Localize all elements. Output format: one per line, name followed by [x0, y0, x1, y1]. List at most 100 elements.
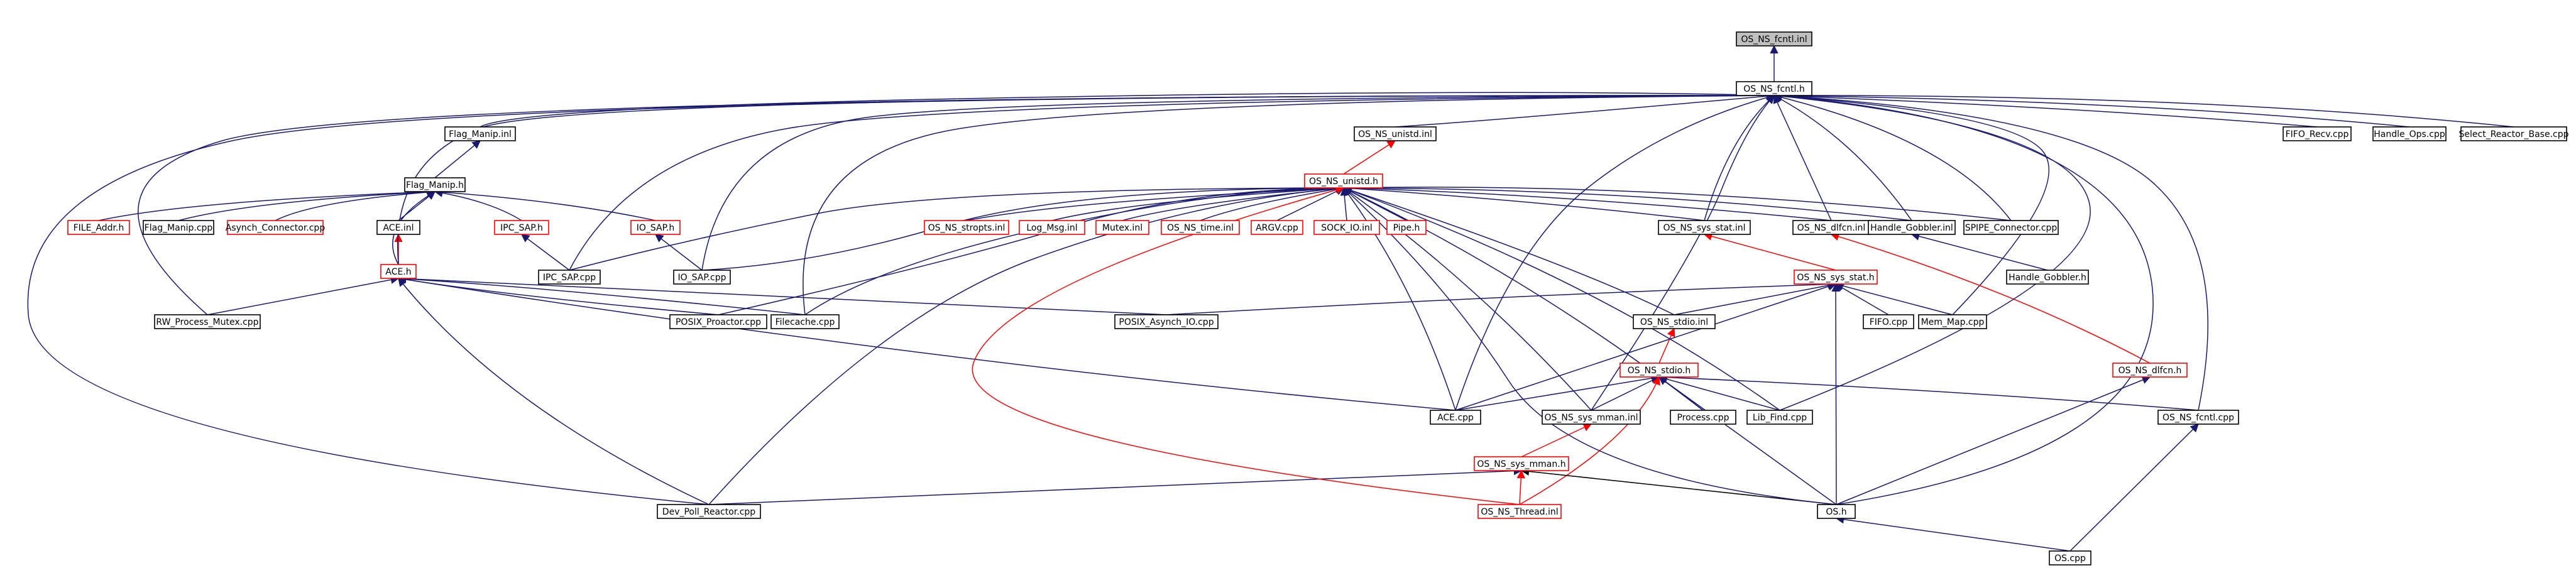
node-label: Select_Reactor_Base.cpp — [2459, 129, 2569, 139]
node-unistd-h[interactable]: OS_NS_unistd.h — [1304, 173, 1383, 188]
node-stropts[interactable]: OS_NS_stropts.inl — [924, 220, 1009, 235]
edge-ipc_sap_cpp-to-unistd_h — [569, 183, 1345, 271]
node-sys-stat-h[interactable]: OS_NS_sys_stat.h — [1794, 270, 1878, 285]
node-handle-gobbler-h[interactable]: Handle_Gobbler.h — [2006, 270, 2089, 285]
node-ipc-sap-cpp[interactable]: IPC_SAP.cpp — [538, 270, 601, 285]
node-ipc-sap-h[interactable]: IPC_SAP.h — [494, 220, 549, 235]
edge-sock_io-to-unistd_h — [1340, 187, 1349, 221]
node-fifo-recv[interactable]: FIFO_Recv.cpp — [2283, 126, 2352, 141]
node-sock-io[interactable]: SOCK_IO.inl — [1313, 220, 1380, 235]
node-dlfcn-inl[interactable]: OS_NS_dlfcn.inl — [1792, 220, 1870, 235]
node-time-inl[interactable]: OS_NS_time.inl — [1161, 220, 1240, 235]
node-posix-asynch-io[interactable]: POSIX_Asynch_IO.cpp — [1114, 314, 1219, 329]
edge-log_msg-to-unistd_h — [1051, 184, 1345, 221]
node-label: Asynch_Connector.cpp — [226, 223, 326, 233]
node-spipe-connector[interactable]: SPIPE_Connector.cpp — [1963, 220, 2059, 235]
node-flag-manip-cpp[interactable]: Flag_Manip.cpp — [143, 220, 214, 235]
node-box — [380, 264, 417, 279]
node-select-reactor[interactable]: Select_Reactor_Base.cpp — [2459, 126, 2569, 141]
node-sys-mman-inl[interactable]: OS_NS_sys_mman.inl — [1542, 410, 1641, 425]
edge-ace_cpp-to-unistd_h — [1343, 187, 1456, 411]
node-asynch-connector[interactable]: Asynch_Connector.cpp — [226, 220, 326, 235]
edge-ipc_sap_cpp-to-ipc_sap_h — [520, 234, 570, 271]
node-fifo-cpp[interactable]: FIFO.cpp — [1863, 314, 1914, 329]
node-argv[interactable]: ARGV.cpp — [1251, 220, 1303, 235]
node-ace-h[interactable]: ACE.h — [380, 264, 417, 279]
node-lib-find[interactable]: Lib_Find.cpp — [1746, 410, 1813, 425]
edge-spipe_connector-to-unistd_h — [1342, 183, 2012, 221]
node-log-msg[interactable]: Log_Msg.inl — [1019, 220, 1085, 235]
node-label: OS.h — [1826, 507, 1846, 517]
node-rw-process-mutex[interactable]: RW_Process_Mutex.cpp — [154, 314, 261, 329]
node-io-sap-cpp[interactable]: IO_SAP.cpp — [673, 270, 731, 285]
node-dev-poll-reactor[interactable]: Dev_Poll_Reactor.cpp — [657, 504, 761, 519]
edge-fifo_recv-to-fcntl_h — [1773, 91, 2318, 128]
edge-os_cpp-to-os_h — [1835, 515, 2071, 552]
node-unistd-inl[interactable]: OS_NS_unistd.inl — [1354, 126, 1437, 141]
node-process-cpp[interactable]: Process.cpp — [1670, 410, 1736, 425]
node-stdio-h[interactable]: OS_NS_stdio.h — [1620, 363, 1699, 378]
node-posix-proactor[interactable]: POSIX_Proactor.cpp — [669, 314, 767, 329]
edge-filecache-to-fcntl_h — [803, 91, 1775, 315]
edge-mem_map-to-sys_stat_h — [1834, 281, 1953, 315]
edge-unistd_h-to-unistd_inl — [1343, 140, 1396, 175]
edge-posix_asynch_io-to-sys_stat_h — [1166, 280, 1837, 315]
node-label: SOCK_IO.inl — [1321, 223, 1373, 233]
node-box — [1304, 173, 1383, 188]
node-label: ACE.cpp — [1437, 413, 1474, 423]
node-box — [2049, 550, 2091, 565]
edge-rw_process_mutex-to-ace_h — [207, 275, 400, 315]
node-mem-map[interactable]: Mem_Map.cpp — [1918, 314, 1987, 329]
node-mutex[interactable]: Mutex.inl — [1095, 220, 1149, 235]
node-os-cpp[interactable]: OS.cpp — [2049, 550, 2091, 565]
node-sys-stat-inl[interactable]: OS_NS_sys_stat.inl — [1658, 220, 1751, 235]
edge-os_cpp-to-fcntl_cpp — [2069, 423, 2199, 552]
edge-os_h-to-stdio_h — [1658, 376, 1837, 505]
node-io-sap-h[interactable]: IO_SAP.h — [630, 220, 681, 235]
node-pipe-h[interactable]: Pipe.h — [1386, 220, 1427, 235]
edge-sys_mman_inl-to-unistd_h — [1342, 187, 1592, 411]
node-filecache[interactable]: Filecache.cpp — [770, 314, 840, 329]
node-ace-inl[interactable]: ACE.inl — [376, 220, 420, 235]
node-ace-cpp[interactable]: ACE.cpp — [1430, 410, 1481, 425]
node-fcntl-cpp[interactable]: OS_NS_fcntl.cpp — [2157, 410, 2239, 425]
node-thread-inl[interactable]: OS_NS_Thread.inl — [1477, 504, 1562, 519]
node-label: IPC_SAP.h — [500, 223, 543, 233]
node-flag-manip-h[interactable]: Flag_Manip.h — [404, 177, 466, 192]
node-box — [924, 220, 1009, 235]
node-sys-mman-h[interactable]: OS_NS_sys_mman.h — [1474, 456, 1569, 471]
node-label: IPC_SAP.cpp — [543, 273, 596, 283]
node-dlfcn-h[interactable]: OS_NS_dlfcn.h — [2112, 363, 2188, 378]
edge-lib_find-to-stdio_h — [1658, 374, 1780, 411]
edge-handle_gobbler_h-to-handle_gobbler_inl — [1910, 232, 2048, 271]
node-handle-gobbler-inl[interactable]: Handle_Gobbler.inl — [1868, 220, 1956, 235]
node-label: Log_Msg.inl — [1026, 223, 1077, 233]
node-box — [1474, 456, 1569, 471]
edge-flag_manip_inl-to-fcntl_h — [480, 90, 1775, 128]
node-label: OS_NS_dlfcn.h — [2118, 366, 2182, 376]
node-flag-manip-inl[interactable]: Flag_Manip.inl — [444, 126, 516, 141]
node-fcntl-h[interactable]: OS_NS_fcntl.h — [1736, 81, 1812, 96]
node-box — [1114, 314, 1219, 329]
edge-lib_find-to-unistd_h — [1342, 186, 1780, 411]
node-box — [1736, 31, 1812, 46]
node-fcntl-inl[interactable]: OS_NS_fcntl.inl — [1736, 31, 1812, 46]
node-handle-ops[interactable]: Handle_Ops.cpp — [2372, 126, 2447, 141]
node-box — [1658, 220, 1751, 235]
node-file-addr[interactable]: FILE_Addr.h — [67, 220, 130, 235]
node-label: Dev_Poll_Reactor.cpp — [662, 507, 756, 517]
node-label: OS_NS_fcntl.cpp — [2162, 413, 2234, 423]
node-label: Process.cpp — [1677, 413, 1729, 423]
node-label: OS_NS_stdio.inl — [1640, 317, 1708, 327]
node-label: IO_SAP.h — [637, 223, 674, 233]
edge-ace_h-to-fcntl_h — [397, 91, 1775, 265]
node-box — [444, 126, 516, 141]
edge-argv-to-unistd_h — [1276, 187, 1345, 221]
edge-fcntl_cpp-to-fcntl_h — [1773, 91, 2209, 411]
node-label: Handle_Gobbler.h — [2009, 273, 2086, 283]
node-box — [1477, 504, 1562, 519]
node-os-h[interactable]: OS.h — [1817, 504, 1856, 519]
node-stdio-inl[interactable]: OS_NS_stdio.inl — [1633, 314, 1716, 329]
node-label: FIFO_Recv.cpp — [2286, 129, 2349, 139]
